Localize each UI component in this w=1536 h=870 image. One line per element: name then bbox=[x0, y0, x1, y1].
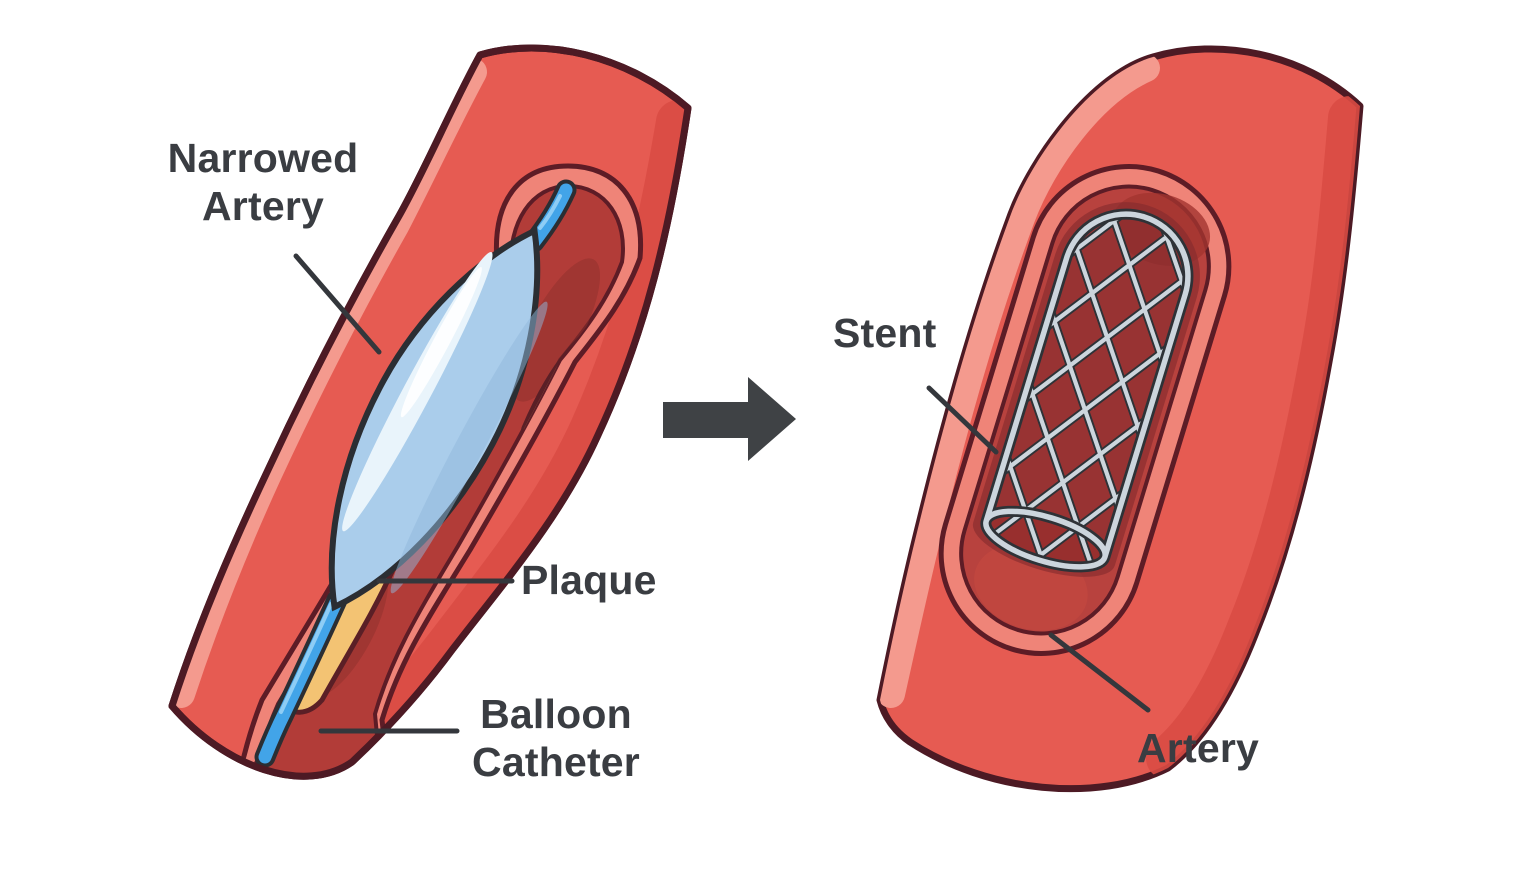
stented-artery-illustration bbox=[876, 45, 1364, 793]
catheter-upper-highlight bbox=[538, 194, 562, 230]
balloon-edge-shade bbox=[390, 301, 548, 594]
label-narrowed-artery: Narrowed Artery bbox=[118, 134, 408, 231]
label-narrowed-artery-line1: Narrowed bbox=[167, 135, 359, 181]
stent-opening bbox=[985, 511, 1106, 567]
lumen-shadow-upper bbox=[511, 258, 601, 402]
label-balloon-catheter: Balloon Catheter bbox=[431, 690, 681, 787]
label-narrowed-artery-line2: Artery bbox=[202, 183, 324, 230]
artery-wall-shading bbox=[1146, 96, 1360, 780]
balloon-highlight-core bbox=[400, 266, 482, 418]
narrowed-artery-illustration bbox=[168, 44, 692, 780]
label-balloon-catheter-line1: Balloon bbox=[480, 691, 632, 737]
label-balloon-catheter-line2: Catheter bbox=[472, 739, 640, 786]
leader-line-artery bbox=[1048, 632, 1151, 713]
artery-wall-shading bbox=[336, 100, 688, 770]
leader-line-narrowed-artery bbox=[293, 253, 382, 355]
balloon-shape bbox=[328, 226, 541, 612]
catheter-lower-highlight bbox=[279, 602, 333, 714]
label-artery: Artery bbox=[1137, 725, 1259, 771]
label-plaque: Plaque bbox=[521, 557, 657, 603]
balloon-group bbox=[328, 226, 548, 612]
leader-line-stent bbox=[926, 385, 999, 455]
artery-wall-outline bbox=[168, 44, 692, 780]
catheter-lower-segment bbox=[258, 593, 344, 764]
artery-wall-highlight bbox=[880, 54, 1160, 708]
right-arrow-icon bbox=[663, 377, 796, 461]
label-stent: Stent bbox=[833, 310, 937, 356]
